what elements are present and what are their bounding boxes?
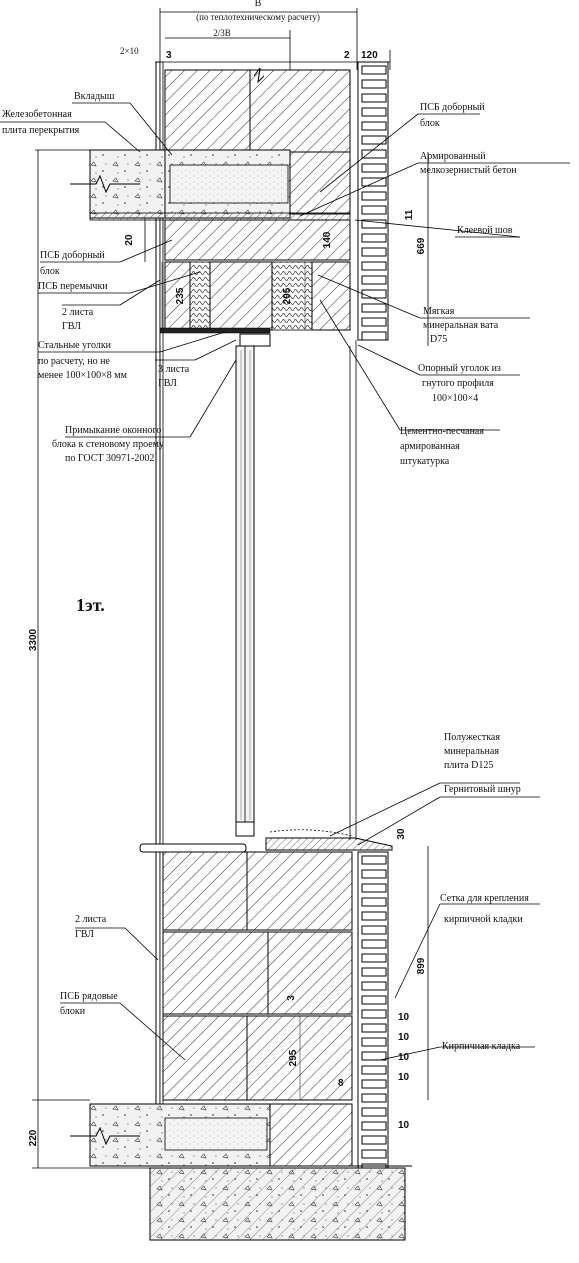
label-ugol-1: Стальные уголки	[38, 340, 112, 351]
window-sill	[139, 829, 393, 853]
dim-10-mark: 10	[398, 1052, 410, 1063]
brick-facing	[357, 61, 389, 1173]
dim-2x10: 2×10	[120, 46, 139, 56]
label-psb-dob-left-1: ПСБ доборный	[40, 250, 105, 261]
label-psb-per: ПСБ перемычки	[38, 281, 108, 292]
left-dimensions	[32, 150, 429, 1169]
dim-b-note: (по теплотехническому расчету)	[196, 12, 320, 22]
label-gvl2-bot-2: ГВЛ	[75, 929, 94, 940]
label-gvl2-top-2: ГВЛ	[62, 321, 81, 332]
label-kleev: Клеевой шов	[457, 225, 513, 236]
label-kirp: Кирпичная кладка	[442, 1041, 521, 1052]
label-opor-1: Опорный уголок из	[418, 363, 501, 374]
label-cem-3: штукатурка	[400, 456, 450, 467]
label-prim-2: блока к стеновому проему	[52, 439, 164, 450]
leader-lines	[0, 102, 570, 1061]
window-block	[159, 340, 357, 840]
dim-3-bot: 3	[286, 995, 297, 1001]
label-arm-2: мелкозернистый бетон	[420, 165, 517, 176]
label-opor-3: 100×100×4	[432, 393, 478, 404]
gvl-lining	[155, 61, 164, 1138]
label-opor-2: гнутого профиля	[422, 378, 494, 389]
dim-10-mark: 10	[398, 1012, 410, 1023]
label-vata-1: Мягкая	[423, 306, 455, 317]
dim-2-top: 2	[344, 50, 350, 61]
label-vkladysh: Вкладыш	[74, 91, 115, 102]
label-gernit: Гернитовый шнур	[444, 784, 521, 795]
dim-3300: 3300	[28, 628, 39, 651]
dim-140: 140	[322, 231, 333, 248]
label-cem-2: армированная	[400, 441, 460, 452]
dim-10-mark: 10	[398, 1120, 410, 1131]
label-gvl3-2: ГВЛ	[158, 378, 177, 389]
dim-295-top: 295	[282, 287, 293, 304]
label-psb-dob-right-1: ПСБ доборный	[420, 102, 485, 113]
dim-30: 30	[396, 828, 407, 840]
lintel-zone	[159, 219, 351, 347]
upper-slab	[35, 149, 351, 221]
lower-slab	[70, 1103, 412, 1241]
dim-220: 220	[28, 1129, 39, 1146]
label-poluzh-1: Полужесткая	[444, 732, 500, 743]
dim-b: В	[255, 0, 262, 9]
label-psb-ryad-1: ПСБ рядовые	[60, 991, 118, 1002]
dim-3-top: 3	[166, 50, 172, 61]
label-slab-2: плита перекрытия	[2, 125, 80, 136]
dim-120: 120	[361, 50, 378, 61]
label-gvl3-1: 3 листа	[158, 364, 190, 375]
label-setka-1: Сетка для крепления	[440, 893, 529, 904]
dim-235: 235	[175, 287, 186, 304]
dim-899: 899	[416, 957, 427, 974]
label-psb-dob-left-2: блок	[40, 266, 60, 277]
dim-10-mark: 10	[398, 1072, 410, 1083]
label-slab-1: Железобетонная	[2, 109, 72, 120]
label-arm-1: Армированный	[420, 151, 486, 162]
dim-20: 20	[124, 234, 135, 246]
label-gvl2-top-1: 2 листа	[62, 307, 94, 318]
dim-10-mark: 10	[398, 1032, 410, 1043]
label-psb-ryad-2: блоки	[60, 1006, 86, 1017]
label-vata-2: минеральная вата	[423, 320, 499, 331]
dim-10-marks: 10 10 10 10 10	[398, 1012, 410, 1131]
label-gvl2-bot-1: 2 листа	[75, 914, 107, 925]
dim-8: 8	[338, 1078, 344, 1089]
dim-two-thirds: 2/3В	[213, 28, 231, 38]
label-setka-2: кирпичной кладки	[444, 914, 523, 925]
dim-11: 11	[404, 209, 415, 220]
top-dimensions	[155, 8, 391, 70]
label-ugol-2: по расчету, но не	[38, 356, 110, 367]
lower-wall	[162, 851, 353, 1101]
label-cem-1: Цементно-песчаная	[400, 426, 484, 437]
dim-669: 669	[416, 237, 427, 254]
label-poluzh-2: минеральная	[444, 746, 499, 757]
label-ugol-3: менее 100×100×8 мм	[38, 370, 128, 381]
label-psb-dob-right-2: блок	[420, 118, 440, 129]
dim-295-bot: 295	[288, 1049, 299, 1066]
floor-label: 1эт.	[76, 595, 105, 615]
upper-wall	[164, 67, 351, 153]
label-prim-3: по ГОСТ 30971-2002	[65, 453, 154, 464]
label-vata-3: D75	[430, 334, 447, 345]
label-poluzh-3: плита D125	[444, 760, 493, 771]
label-prim-1: Примыкание оконного	[65, 425, 161, 436]
